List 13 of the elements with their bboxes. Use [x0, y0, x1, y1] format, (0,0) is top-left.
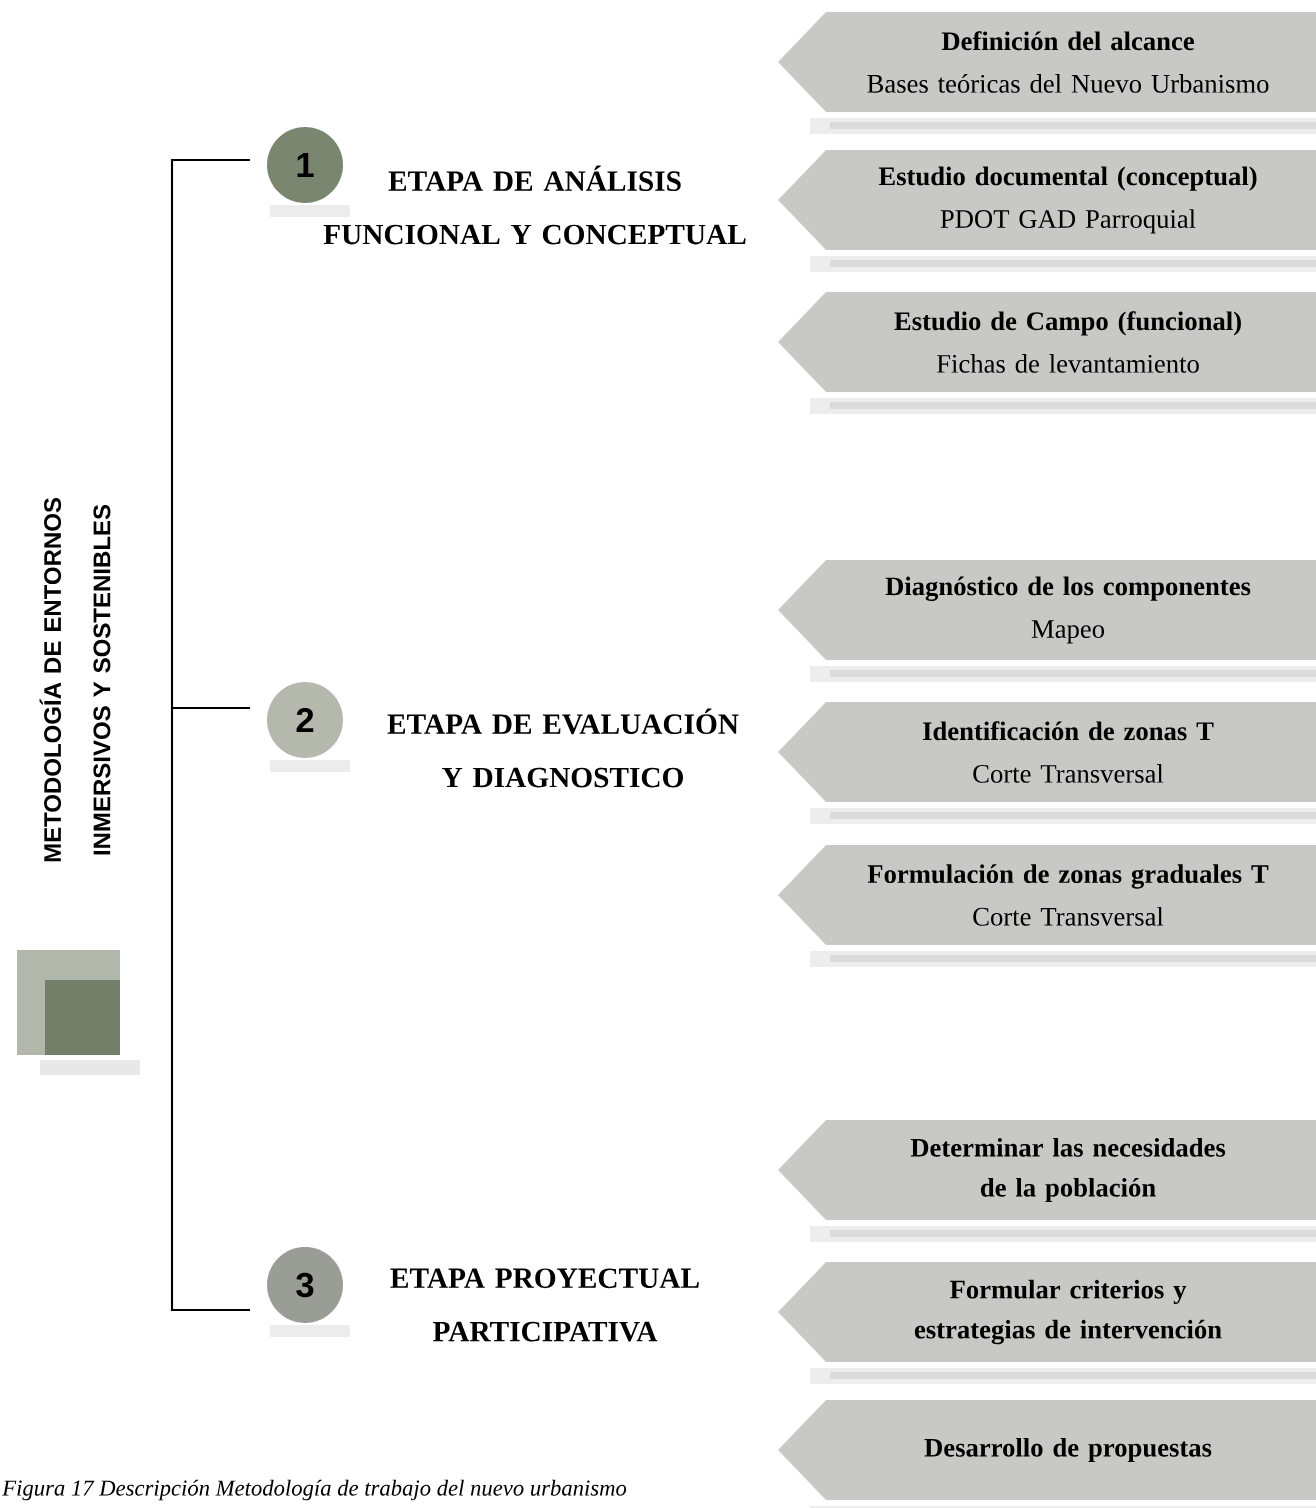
stage-heading: ETAPA DE EVALUACIÓN Y DIAGNOSTICO	[387, 708, 739, 788]
pentagon-banner: Identificación de zonas T Corte Transversal	[778, 702, 1316, 802]
pentagon-banner: Formulación de zonas graduales T Corte Transversal	[778, 845, 1316, 945]
pentagon-banner: Formular criterios y estrategias de intervención	[778, 1262, 1316, 1362]
vertical-title: METODOLOGÍA DE ENTORNOS INMERSIVOS Y SOSTENIBLES	[39, 498, 111, 862]
pentagon-banner: Diagnóstico de los componentes Mapeo	[778, 560, 1316, 660]
stage-heading: ETAPA PROYECTUAL PARTICIPATIVA	[390, 1268, 699, 1342]
pentagon-banner: Definición del alcance Bases teóricas del Nuevo Urbanismo	[778, 12, 1316, 112]
pentagon-banner: Determinar las necesidades de la población	[778, 1120, 1316, 1220]
pentagon-banner: Desarrollo de propuestas	[778, 1400, 1316, 1500]
pentagon-banner: Estudio documental (conceptual) PDOT GAD Parroquial	[778, 150, 1316, 250]
figure-caption: Figura 17 Descripción Metodología de trabajo del nuevo urbanismo	[2, 1479, 627, 1501]
pentagon-banner: Estudio de Campo (funcional) Fichas de levantamiento	[778, 292, 1316, 392]
